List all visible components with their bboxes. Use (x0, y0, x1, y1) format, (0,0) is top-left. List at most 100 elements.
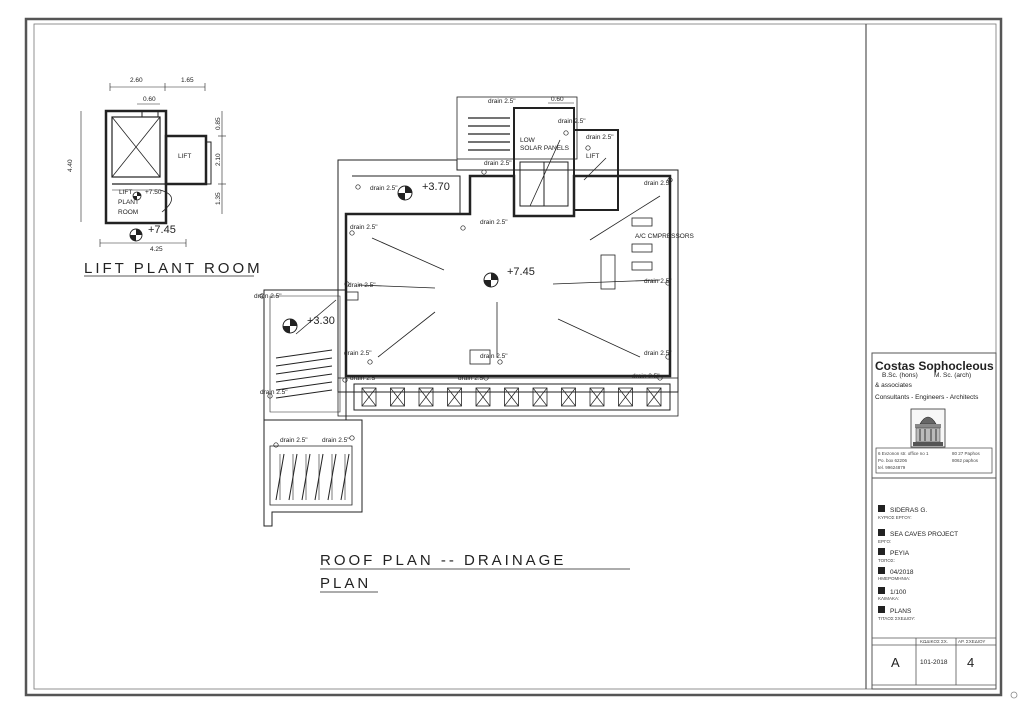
balustrade-panel (418, 387, 434, 407)
balustrade-panel (390, 387, 405, 407)
drain-marker: drain 2.5" (644, 278, 672, 286)
drain-marker: drain 2.5" (460, 219, 508, 231)
drain-point (585, 145, 591, 151)
field-client: SIDERAS G. ΚΥΡΙΟΣ ΕΡΓΟΥ: (878, 505, 927, 520)
drain-marker: drain 2.5" (488, 98, 516, 105)
stair-tread (314, 453, 324, 501)
drain-label: drain 2.5" (480, 353, 508, 360)
address-line-1-left: 6 Evzonon str. office no 1 (878, 451, 929, 456)
field-scale: 1/100 ΚΛΙΜΑΚΑ: (878, 587, 907, 601)
stair-tread (327, 453, 337, 501)
dim-top-b: 1.65 (181, 77, 194, 84)
drain-point (349, 230, 355, 236)
roof-level-main: +7.45 (507, 266, 535, 278)
field-scale-caption: ΚΛΙΜΑΚΑ: (878, 596, 899, 601)
drain-label: drain 2.5" (488, 98, 516, 105)
drain-marker: drain 2.5" (644, 177, 673, 187)
drain-label: drain 2.5" (558, 118, 586, 125)
lift-plant-room-plan (80, 83, 226, 247)
field-location: PEYIA ΤΟΠΟΣ: (878, 548, 910, 563)
roof-level-stair: +3.30 (307, 315, 335, 327)
punch-hole-marker (1010, 691, 1018, 699)
firm-tagline: Consultants - Engineers - Architects (875, 394, 979, 401)
drain-point (481, 169, 487, 175)
roof-plan-lower-stair-treads (275, 453, 350, 501)
field-project: SEA CAVES PROJECT ΕΡΓΟ: (878, 529, 958, 544)
field-drawing-title: PLANS ΤΙΤΛΟΣ ΣΧΕΔΙΟΥ: (878, 606, 915, 621)
drain-point (344, 281, 350, 287)
balustrade-panel (504, 387, 519, 407)
address-line-2-left: Po. box 62206 (878, 458, 908, 463)
balustrade-panel (646, 387, 662, 407)
firm-logo (910, 408, 946, 448)
drain-point (657, 375, 663, 381)
dim-door: 0.60 (143, 96, 156, 103)
level-marker-icon (483, 272, 499, 288)
stair-tread (340, 453, 350, 501)
outer-frame (24, 17, 1003, 697)
field-client-caption: ΚΥΡΙΟΣ ΕΡΓΟΥ: (878, 515, 912, 520)
address-line-3-left: tel. 99624879 (878, 465, 906, 470)
drain-point (349, 435, 355, 441)
roof-level-upper: +3.70 (422, 181, 450, 193)
drain-point (267, 393, 273, 399)
roof-lift-label: LIFT (586, 153, 599, 160)
drain-marker: drain 2.5" (481, 160, 512, 175)
field-date: 04/2018 ΗΜΕΡΟΜΗΝΙΑ: (878, 567, 914, 581)
level-marker-icon (282, 318, 298, 334)
field-date-caption: ΗΜΕΡΟΜΗΝΙΑ: (878, 576, 910, 581)
drain-label: drain 2.5" (280, 437, 308, 444)
drain-label: drain 2.5" (586, 134, 614, 141)
drain-marker: drain 2.5" (480, 353, 508, 365)
sheet-number: 4 (967, 655, 974, 670)
dim-left-total: 4.40 (67, 159, 74, 172)
dim-right-b: 2.10 (215, 153, 222, 166)
balustrade-panel (475, 387, 491, 407)
field-scale-value: 1/100 (890, 589, 907, 596)
field-drawing-title-caption: ΤΙΤΛΟΣ ΣΧΕΔΙΟΥ: (878, 616, 915, 621)
drain-point (273, 442, 279, 448)
drain-marker: drain 2.5" (260, 389, 288, 399)
drain-point (460, 225, 466, 231)
field-project-value: SEA CAVES PROJECT (890, 531, 958, 538)
drain-labels: drain 2.5" drain 2.5" drain 2.5" drain 2.5"… (254, 98, 673, 448)
level-marker-icon (397, 185, 413, 201)
drain-point (355, 184, 361, 190)
drain-point (259, 293, 265, 299)
low-label: LOW (520, 137, 536, 144)
lift-label: LIFT (178, 153, 191, 160)
stair-tread (275, 453, 285, 501)
field-date-value: 04/2018 (890, 569, 914, 576)
drain-label: drain 2.5" (344, 350, 372, 357)
drain-marker: drain 2.5" (344, 281, 376, 289)
number-header: ΑΡ. ΣΧΕΔΙΟΥ (958, 639, 985, 644)
lift-level: +7.45 (148, 224, 176, 236)
roof-plan-title-line-2: PLAN (320, 575, 371, 592)
drain-point (342, 377, 348, 383)
drain-marker: drain 2.5" (322, 435, 355, 444)
roof-top-dim: 0.60 (551, 96, 564, 103)
dim-bottom: 4.25 (150, 246, 163, 253)
ac-compressors-label: A/C CMPRESSORS (635, 233, 695, 240)
drain-label: drain 2.5" (348, 282, 376, 289)
roof-plan-title-line-1: ROOF PLAN -- DRAINAGE (320, 552, 566, 569)
solar-panels-label: SOLAR PANELS (520, 145, 570, 152)
drain-marker: drain 2.5" (254, 293, 282, 300)
plant-room-level: +7.50 (145, 189, 162, 196)
drain-label: drain 2.5" (644, 180, 672, 187)
balustrade-panel (532, 387, 548, 407)
drain-point (367, 359, 373, 365)
drain-point (665, 280, 671, 286)
field-location-value: PEYIA (890, 550, 910, 557)
drain-label: drain 2.5" (458, 375, 486, 382)
lift-plan-title: LIFT PLANT ROOM (84, 260, 263, 277)
stair-tread (288, 453, 298, 501)
drain-marker: drain 2.5" (558, 118, 586, 136)
firm-associates: & associates (875, 382, 913, 389)
balustrade-panel (561, 387, 576, 407)
drain-marker: drain 2.5" (355, 184, 398, 192)
drain-label: drain 2.5" (254, 293, 282, 300)
drain-point (665, 354, 671, 360)
drain-label: drain 2.5" (644, 278, 672, 285)
